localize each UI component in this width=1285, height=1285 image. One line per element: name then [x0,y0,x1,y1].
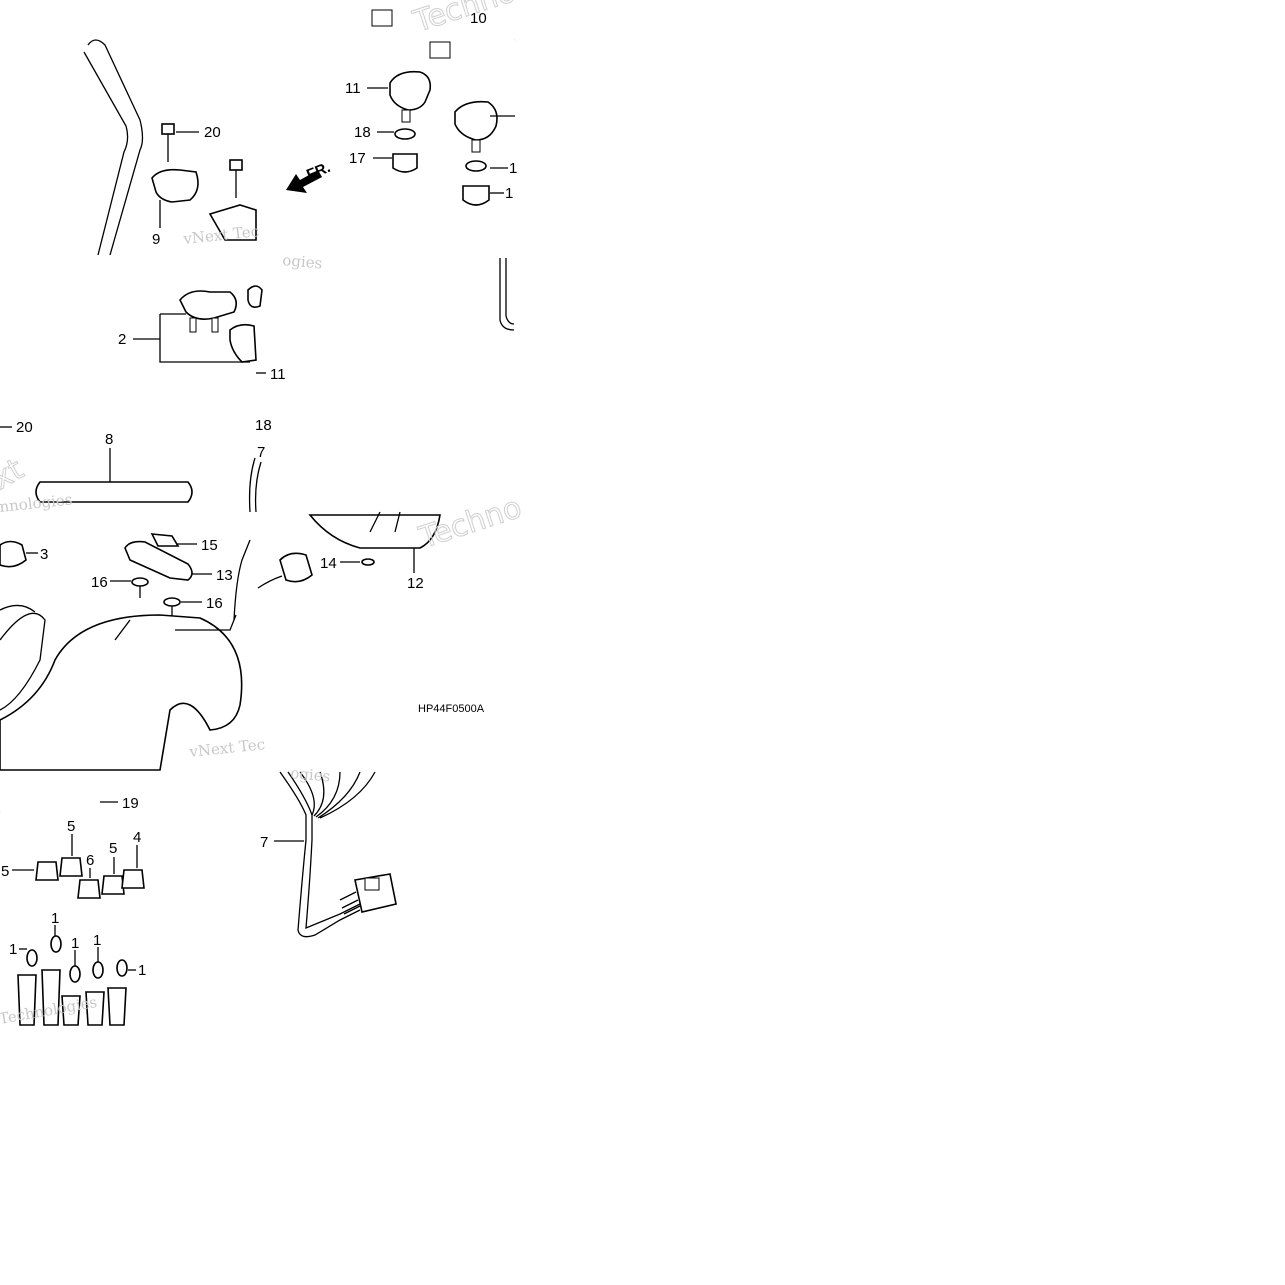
ignition-switch [179,290,238,320]
part-ref-label: 14 [320,555,337,572]
part-ref-label: 1 [71,935,79,952]
part-ref-label: 20 [204,124,221,141]
upper-holder [389,70,432,111]
part-ref-label: 16 [206,595,223,612]
part-labels: 10 11 18 17 1 1 20 9 2 11 20 8 18 7 3 15… [1,10,517,979]
part-ref-label: 1 [51,910,59,927]
plate [150,533,180,547]
part-ref-label: 1 [138,962,146,979]
part-ref-label: 11 [345,80,361,97]
part-ref-label: 8 [105,431,113,448]
grommet [361,558,375,566]
svg-text:vNext Tec: vNext Tec [188,735,266,761]
meter-case [308,514,441,549]
part-ref-label: 7 [260,834,268,851]
part-ref-label: 15 [201,537,218,554]
diagram-code: HP44F0500A [418,703,485,715]
panel-bulbs [0,796,145,1026]
screw-head [163,597,181,607]
part-ref-label: 2 [118,331,126,348]
part-ref-label: 7 [257,444,265,461]
part-ref-label: 18 [354,124,371,141]
part-ref-label: 9 [152,231,160,248]
socket-set [17,969,127,1026]
key [229,323,257,363]
panel-handlebar-holders [286,0,519,206]
part-ref-label: 1 [505,185,513,202]
part-ref-label: 5 [109,840,117,857]
part-ref-label: 17 [349,150,366,167]
handlebar-pipe [35,481,193,503]
part-ref-label: 20 [16,419,33,436]
svg-text:Techno: Techno [409,0,520,40]
svg-text:xt: xt [0,452,30,497]
panel-handlebar-cover [0,426,441,771]
svg-text:ogies: ogies [282,251,323,272]
panel-lower-holder [83,39,515,374]
washer [465,160,487,172]
svg-text:Techno: Techno [415,490,526,556]
nut [462,185,490,206]
nut [392,153,418,173]
lower-holder [151,168,199,203]
svg-text:nnologies: nnologies [0,490,73,516]
handlebar-grip-knurl [429,41,451,59]
handlebar-grip-knurl [371,9,393,27]
washer [394,128,416,140]
part-ref-label: 19 [122,795,139,812]
part-ref-label: 12 [407,575,424,592]
svg-text:ogies: ogies [290,764,331,785]
part-ref-label: 10 [470,10,487,27]
front-direction-label: FR. [304,159,333,184]
svg-text:vNext Tec: vNext Tec [182,222,260,248]
bolt-head [229,159,243,171]
upper-holder [454,100,498,141]
part-ref-label: 13 [216,567,233,584]
part-ref-label: 6 [86,852,94,869]
screw-head [131,577,149,587]
part-ref-label: 5 [67,818,75,835]
front-direction-arrow-icon [286,170,322,193]
bolt-head [161,123,175,135]
part-ref-label: 4 [133,829,141,846]
part-ref-label: 16 [91,574,108,591]
part-ref-label: 5 [1,863,9,880]
panel-wire-harness [274,771,397,938]
part-ref-label: 18 [255,417,272,434]
lower-holder [208,204,257,241]
grommet-set [35,857,145,899]
cover-lid [124,540,193,581]
part-ref-label: 1 [93,932,101,949]
part-ref-label: 1 [9,941,17,958]
part-ref-label: 1 [509,160,517,177]
part-ref-label: 11 [270,366,286,383]
connector [279,552,313,583]
handlebar-cover [0,614,243,771]
switch [0,540,27,568]
part-ref-label: 3 [40,546,48,563]
